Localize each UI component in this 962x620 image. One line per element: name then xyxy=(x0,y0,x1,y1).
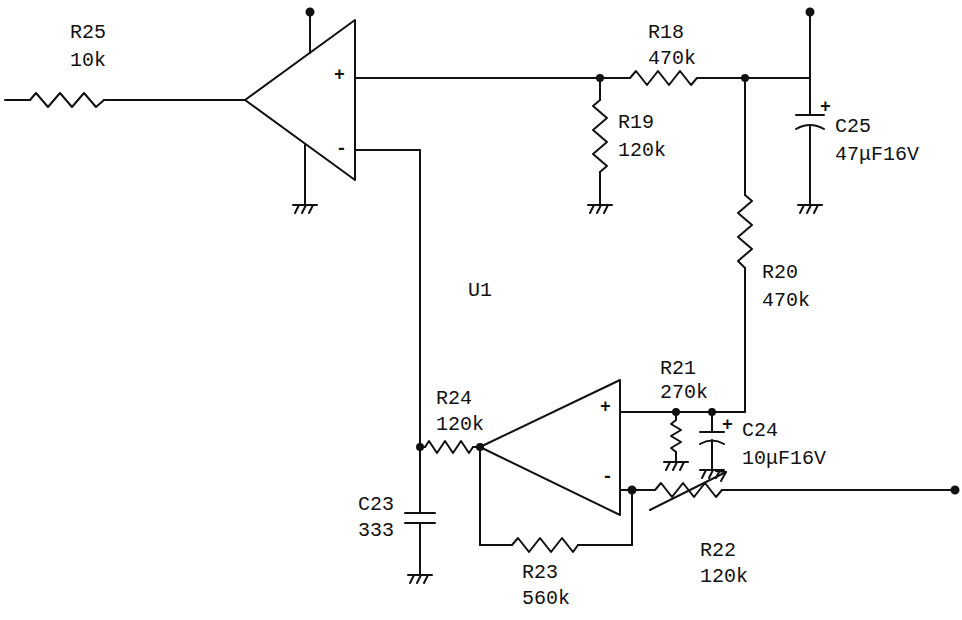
pin-sign: - xyxy=(336,138,347,160)
resistor-symbol xyxy=(671,420,681,452)
resistor-symbol xyxy=(630,71,697,85)
pin-sign: + xyxy=(600,396,611,418)
part-value: 270k xyxy=(660,382,708,404)
pin-sign: + xyxy=(722,414,733,436)
part-value: 120k xyxy=(436,414,484,436)
pin-sign: + xyxy=(334,64,345,86)
opamp-symbol xyxy=(245,20,355,180)
capacitor-symbol xyxy=(405,512,435,514)
part-name: C25 xyxy=(835,116,871,138)
pin-sign: + xyxy=(820,96,831,118)
part-value: 333 xyxy=(358,520,394,542)
part-name: R25 xyxy=(70,22,106,44)
part-value: 470k xyxy=(648,48,696,70)
part-value: 120k xyxy=(700,566,748,588)
part-value: 560k xyxy=(522,588,570,610)
capacitor-symbol xyxy=(700,431,724,433)
part-value: 10k xyxy=(70,50,106,72)
resistor-symbol xyxy=(425,441,473,453)
capacitor-symbol xyxy=(796,114,824,116)
part-name: U1 xyxy=(468,280,492,302)
part-name: R22 xyxy=(700,540,736,562)
resistor-symbol xyxy=(593,100,607,172)
resistor-symbol xyxy=(738,195,752,268)
part-name: R21 xyxy=(660,358,696,380)
opamp-symbol xyxy=(480,380,620,515)
part-name: R20 xyxy=(762,262,798,284)
part-name: R24 xyxy=(436,388,472,410)
part-value: 47μF16V xyxy=(835,144,919,166)
part-value: 10μF16V xyxy=(742,448,826,470)
resistor-symbol xyxy=(30,93,104,107)
part-name: C23 xyxy=(358,494,394,516)
pin-sign: - xyxy=(602,466,613,488)
part-name: R23 xyxy=(522,562,558,584)
part-value: 470k xyxy=(762,290,810,312)
part-name: R18 xyxy=(648,22,684,44)
part-value: 120k xyxy=(618,140,666,162)
part-name: C24 xyxy=(742,420,778,442)
resistor-symbol xyxy=(512,538,578,552)
part-name: R19 xyxy=(618,112,654,134)
